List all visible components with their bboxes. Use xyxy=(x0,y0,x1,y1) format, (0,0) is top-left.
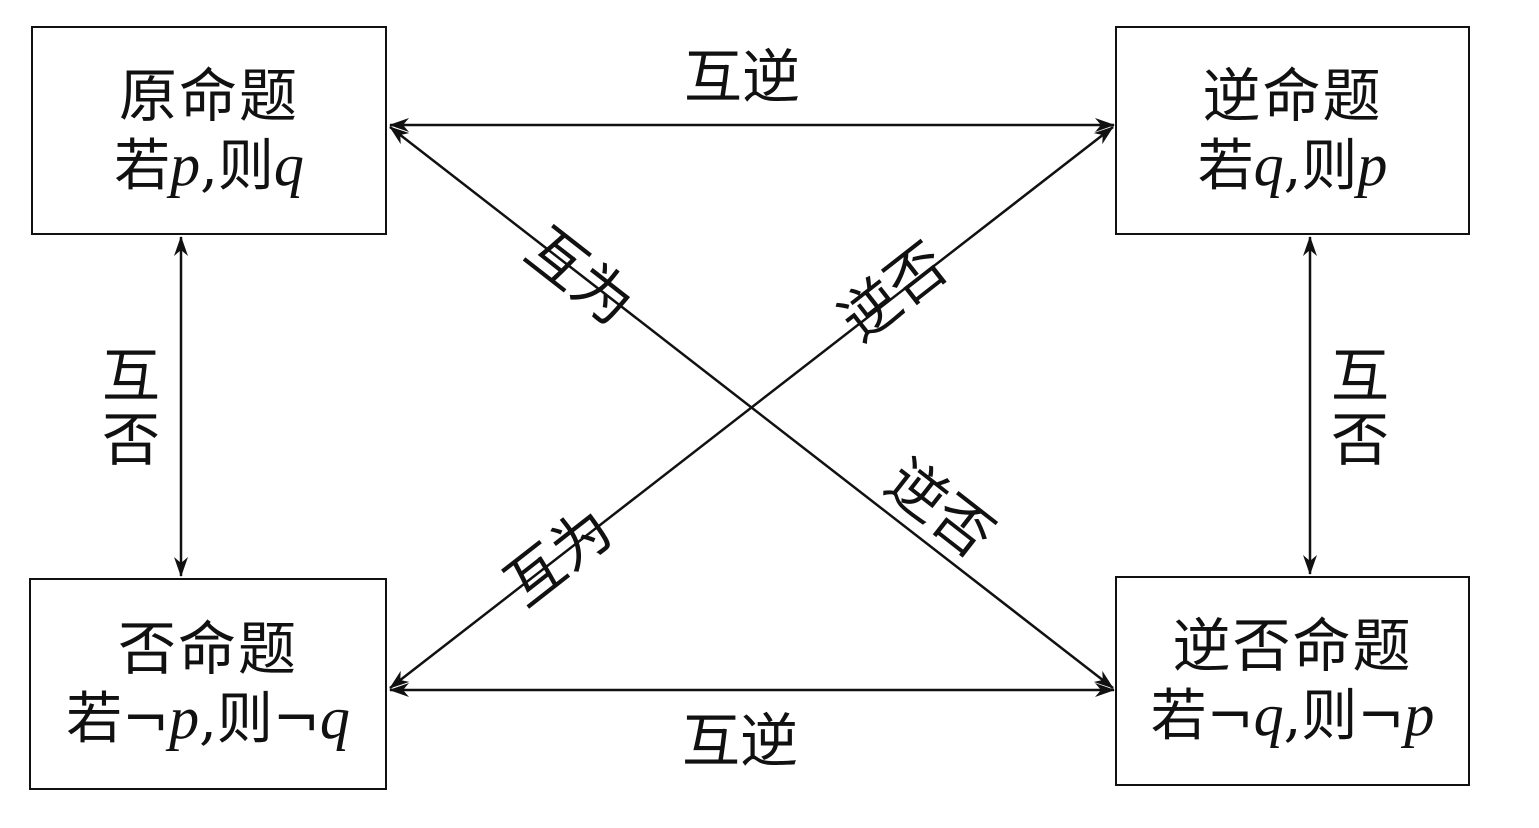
box-converse-proposition: 逆命题 若q,则p xyxy=(1115,26,1470,235)
label-char: 互 xyxy=(1330,342,1389,410)
cond-var-a: p xyxy=(169,685,200,751)
cond-var-b: q xyxy=(319,685,350,751)
cond-mid: ,则¬ xyxy=(1283,684,1405,749)
cond-mid: ,则 xyxy=(200,133,274,199)
box-inverse-proposition: 否命题 若¬p,则¬q xyxy=(29,578,387,790)
cond-var-a: q xyxy=(1253,131,1284,198)
cond-prefix: 若¬ xyxy=(1150,684,1254,749)
box-condition: 若p,则q xyxy=(114,131,304,201)
cond-mid: ,则¬ xyxy=(199,687,320,752)
cond-prefix: 若 xyxy=(114,133,171,199)
cond-var-b: p xyxy=(1357,131,1388,198)
cond-var-b: p xyxy=(1404,682,1435,748)
box-original-proposition: 原命题 若p,则q xyxy=(31,26,387,235)
label-left-mutual-negation: 互否 xyxy=(96,344,166,472)
label-top-mutual-converse: 互逆 xyxy=(684,43,801,111)
cond-mid: ,则 xyxy=(1283,133,1358,199)
box-title: 原命题 xyxy=(118,61,299,130)
box-condition: 若¬q,则¬p xyxy=(1151,681,1435,751)
box-title: 逆否命题 xyxy=(1172,612,1413,680)
box-condition: 若¬p,则¬q xyxy=(66,684,350,754)
label-char: 否 xyxy=(101,406,160,474)
box-title: 否命题 xyxy=(117,615,298,683)
cond-var-a: q xyxy=(1253,682,1284,748)
box-condition: 若q,则p xyxy=(1198,131,1388,201)
cond-var-a: p xyxy=(170,131,201,198)
cond-prefix: 若 xyxy=(1197,133,1254,199)
box-title: 逆命题 xyxy=(1202,61,1383,130)
label-char: 互 xyxy=(101,342,160,410)
cond-prefix: 若¬ xyxy=(66,687,170,752)
label-right-mutual-negation: 互否 xyxy=(1325,344,1395,472)
cond-var-b: q xyxy=(273,131,304,198)
label-char: 否 xyxy=(1330,406,1389,474)
box-contrapositive-proposition: 逆否命题 若¬q,则¬p xyxy=(1115,576,1470,786)
arrow-diagonal-bl-tr xyxy=(389,126,1114,689)
label-bottom-mutual-converse: 互逆 xyxy=(682,707,799,775)
